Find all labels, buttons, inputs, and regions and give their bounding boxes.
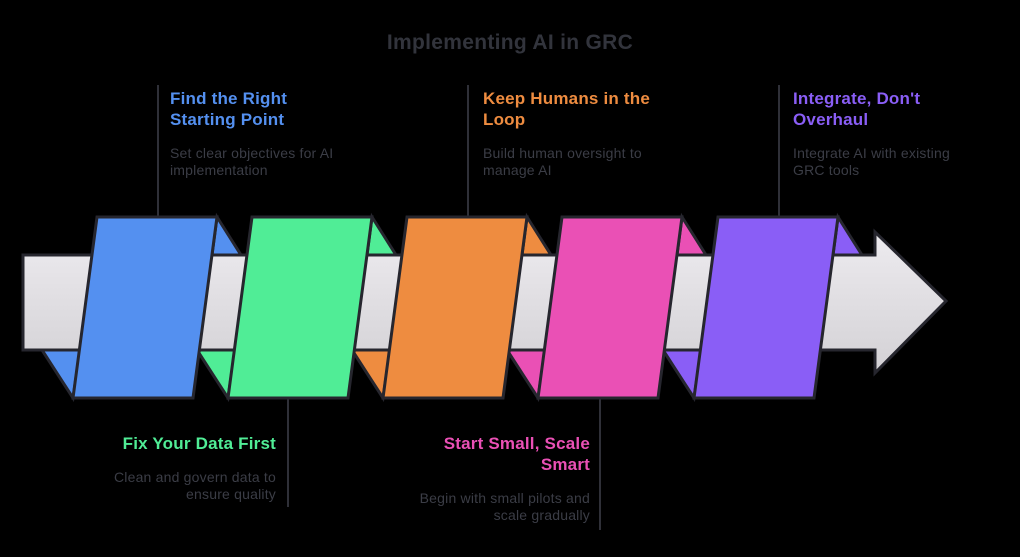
step-2-label: Fix Your Data First Clean and govern dat… [41,433,276,503]
step-1-title: Find the Right Starting Point [170,89,288,129]
step-4-title: Start Small, Scale Smart [443,434,590,474]
step-3-label: Keep Humans in the Loop Build human over… [483,88,698,179]
step-5-label: Integrate, Don't Overhaul Integrate AI w… [793,88,1008,179]
step-4-description: Begin with small pilots and scale gradua… [419,490,590,523]
connector-lines [157,85,780,530]
step-1-description: Set clear objectives for AI implementati… [170,145,334,178]
step-1-label: Find the Right Starting Point Set clear … [170,88,385,179]
step-4-label: Start Small, Scale Smart Begin with smal… [355,433,590,524]
step-1-ribbon [71,215,219,400]
step-5-title: Integrate, Don't Overhaul [793,89,921,129]
step-3-title: Keep Humans in the Loop [483,89,651,129]
step-2-title: Fix Your Data First [122,434,276,453]
ribbon-shapes [71,215,840,400]
step-5-description: Integrate AI with existing GRC tools [793,145,950,178]
step-5-ribbon [692,215,840,400]
step-3-ribbon [381,215,529,400]
step-2-description: Clean and govern data to ensure quality [113,469,276,502]
step-3-description: Build human oversight to manage AI [483,145,642,178]
step-2-ribbon [226,215,374,400]
page-title: Implementing AI in GRC [386,31,634,54]
step-4-ribbon [536,215,684,400]
